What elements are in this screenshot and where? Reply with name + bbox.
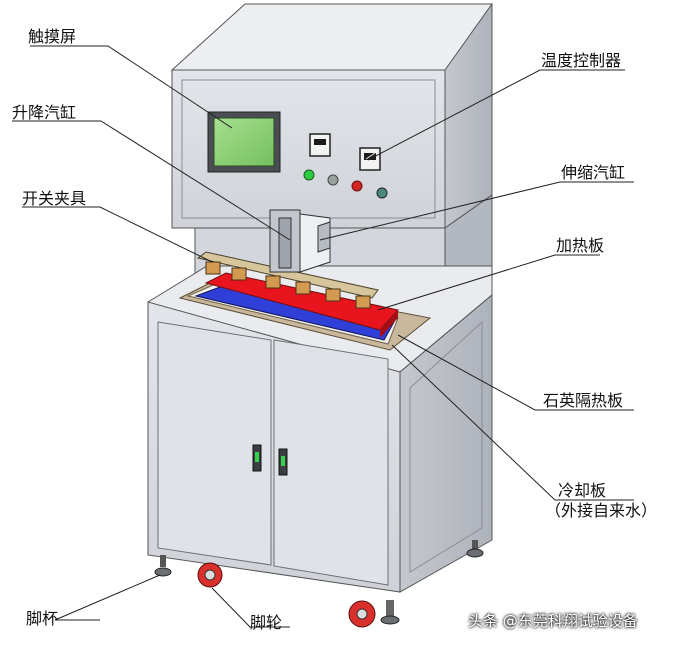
cylinders — [269, 209, 331, 273]
leader-lines — [12, 45, 634, 628]
label-touchscreen: 触摸屏 — [28, 27, 77, 46]
label-temp-controller: 温度控制器 — [541, 51, 622, 70]
label-caster: 脚轮 — [250, 613, 283, 632]
label-telescopic-cylinder: 伸缩汽缸 — [561, 163, 626, 182]
label-cooling-note: （外接自来水） — [545, 501, 658, 520]
temperature-controllers — [309, 133, 381, 171]
label-switch-fixture: 开关夹具 — [22, 189, 87, 208]
lower-cabinet — [147, 265, 493, 593]
switch-fixture — [196, 251, 379, 309]
watermark: 头条 @东莞科翔试验设备 — [468, 612, 638, 630]
feet-and-casters — [154, 540, 484, 628]
label-foot-cup: 脚杯 — [26, 609, 59, 628]
label-lift-cylinder: 升降汽缸 — [12, 103, 77, 122]
label-cooling-plate: 冷却板 — [558, 481, 607, 500]
control-buttons — [303, 169, 388, 199]
label-quartz-insulation: 石英隔热板 — [543, 391, 624, 410]
touchscreen — [207, 111, 281, 173]
work-table — [178, 272, 432, 351]
label-heating-plate: 加热板 — [556, 236, 605, 255]
